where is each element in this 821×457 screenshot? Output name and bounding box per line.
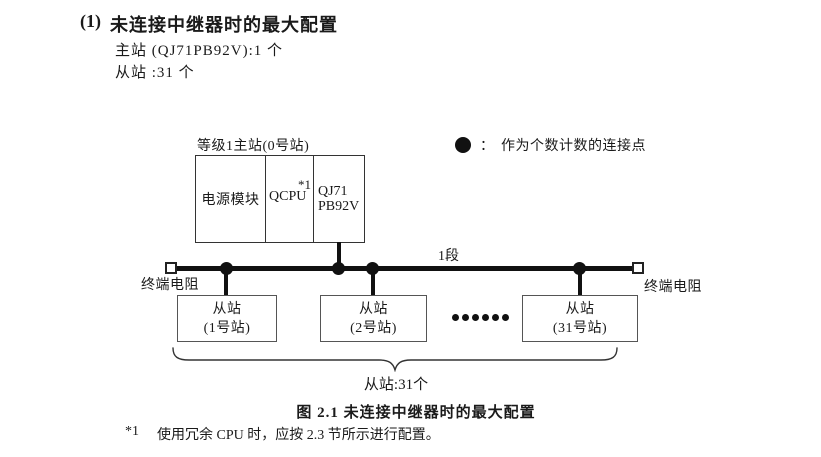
power-module-cell: 电源模块	[196, 156, 266, 242]
connection-point-icon	[455, 136, 471, 153]
slave31-number: (31号站)	[552, 320, 608, 336]
terminating-resistor-right-label: 终端电阻	[644, 280, 702, 295]
slave-station-1-box: 从站 (1号站)	[177, 295, 277, 342]
figure-caption: 图 2.1 未连接中继器时的最大配置	[296, 405, 536, 421]
qcpu-label: QCPU	[269, 189, 307, 204]
slave1-drop-line	[224, 271, 228, 295]
qj71-label-line1: QJ71	[318, 184, 348, 199]
legend: ： 作为个数计数的连接点	[455, 135, 646, 154]
connection-point-dot	[220, 262, 233, 275]
ellipsis-dot	[492, 314, 499, 321]
slave-station-31-box: 从站 (31号站)	[522, 295, 638, 342]
master-station-box: 电源模块 *1 QCPU QJ71 PB92V	[195, 155, 365, 243]
slave2-drop-line	[371, 271, 375, 295]
terminating-resistor-right-icon	[632, 262, 644, 274]
slave-station-2-box: 从站 (2号站)	[320, 295, 427, 342]
master-station-label: 等级1主站(0号站)	[197, 139, 310, 154]
legend-colon: ：	[480, 138, 494, 154]
qcpu-cell: *1 QCPU	[266, 156, 314, 242]
master-drop-line	[337, 242, 341, 268]
qj71-label-line2: PB92V	[318, 199, 360, 214]
connection-point-dot	[573, 262, 586, 275]
qj71pb92v-cell: QJ71 PB92V	[314, 156, 364, 242]
ellipsis-dot	[462, 314, 469, 321]
slave1-label: 从站	[212, 301, 242, 317]
footnote-text: 使用冗余 CPU 时，应按 2.3 节所示进行配置。	[157, 428, 440, 443]
slave31-drop-line	[578, 271, 582, 295]
slave2-label: 从站	[359, 301, 388, 317]
terminating-resistor-left-icon	[165, 262, 177, 274]
master-count-line: 主站 (QJ71PB92V):1 个	[115, 43, 284, 59]
section-number: (1)	[80, 11, 101, 31]
brace-shape	[172, 347, 618, 372]
ellipsis-dot	[482, 314, 489, 321]
connection-point-dot	[332, 262, 345, 275]
ellipsis-dot	[472, 314, 479, 321]
ellipsis-dots	[452, 314, 509, 321]
section-title: 未连接中继器时的最大配置	[110, 15, 338, 35]
footnote-marker: *1	[125, 424, 139, 439]
slave1-number: (1号站)	[203, 320, 251, 336]
ellipsis-dot	[502, 314, 509, 321]
section-heading: (1) 未连接中继器时的最大配置	[80, 11, 338, 37]
connection-point-dot	[366, 262, 379, 275]
slave2-number: (2号站)	[350, 320, 397, 336]
bus-line	[176, 266, 633, 271]
slave31-label: 从站	[565, 301, 595, 317]
footnote: *1 使用冗余 CPU 时，应按 2.3 节所示进行配置。	[125, 424, 440, 444]
terminating-resistor-left-label: 终端电阻	[141, 278, 199, 293]
segment-label: 1段	[438, 249, 459, 264]
slave-count-line: 从站 :31 个	[115, 65, 195, 81]
footnote-ref: *1	[298, 177, 311, 192]
ellipsis-dot	[452, 314, 459, 321]
slave-total-label: 从站:31个	[363, 377, 429, 393]
legend-label: 作为个数计数的连接点	[501, 138, 646, 154]
